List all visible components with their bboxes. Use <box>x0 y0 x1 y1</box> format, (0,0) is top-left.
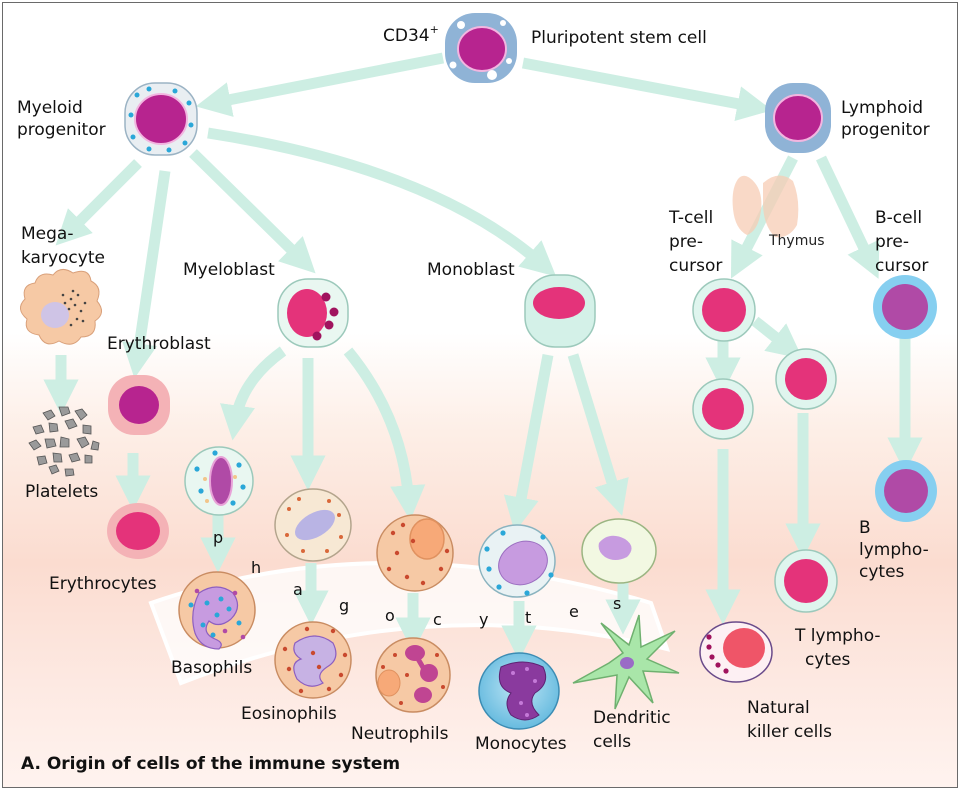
myeloblast-cell <box>277 278 349 348</box>
platelets-cluster <box>28 406 100 477</box>
dendritic-precursor-cell <box>581 518 657 584</box>
t-lymph-label-line1: T lympho- <box>794 626 881 646</box>
platelets-label: Platelets <box>25 482 98 502</box>
erythrocyte-cell <box>107 503 169 559</box>
nk-label-line2: killer cells <box>747 722 832 742</box>
eosinophil-cell <box>274 621 352 699</box>
arrow-tcell-to-t-precursor <box>751 316 803 359</box>
arrow-myeloid-to-myeloblast <box>189 149 316 274</box>
dendritic-cell <box>572 614 680 710</box>
promonocyte-cell <box>478 524 556 598</box>
erythroblast-label: Erythroblast <box>107 334 211 354</box>
arrow-myeloid-to-monoblast <box>207 127 557 277</box>
t-lymphocyte-precursor-cell <box>775 348 837 410</box>
arrow-stem-to-lymphoid <box>521 57 773 122</box>
stem-marker-label: CD34+ <box>383 23 439 46</box>
basophil-precursor-cell <box>184 446 254 516</box>
basophils-label: Basophils <box>171 658 252 678</box>
thymus-label: Thymus <box>768 233 825 249</box>
tcell-precursor-cell <box>692 278 756 342</box>
myeloblast-label: Myeloblast <box>183 260 275 280</box>
basophil-cell <box>178 571 256 650</box>
phagocytes-letter: t <box>525 608 531 627</box>
stem-marker-superscript: + <box>430 23 439 36</box>
phagocytes-letter: s <box>613 594 621 613</box>
neutrophils-label: Neutrophils <box>351 724 449 744</box>
arrow-stem-to-myeloid <box>195 52 445 117</box>
b-lymphocyte-cell <box>875 460 937 522</box>
nk-precursor-cell <box>692 378 754 440</box>
erythrocytes-label: Erythrocytes <box>49 574 157 594</box>
tcell-precursor-line1: T-cell <box>668 208 713 228</box>
t-lymphocyte-cell <box>774 549 838 613</box>
lineage-arrows <box>43 52 923 661</box>
monoblast-cell <box>524 274 596 348</box>
myeloid-label-line2: progenitor <box>17 120 106 140</box>
bcell-precursor-cell <box>873 275 937 339</box>
neutrophil-cell <box>375 637 451 713</box>
bcell-precursor-line3: cursor <box>875 256 928 276</box>
eosinophil-precursor-cell <box>274 488 352 562</box>
stem-cell-label: Pluripotent stem cell <box>531 28 707 48</box>
bcell-precursor-line2: pre- <box>875 232 909 252</box>
lymphoid-progenitor-cell <box>765 83 831 153</box>
bcell-precursor-line1: B-cell <box>875 208 922 228</box>
megakaryocyte-label-line1: Mega- <box>21 224 73 244</box>
phagocytes-letter: g <box>339 596 349 615</box>
tcell-precursor-line2: pre- <box>669 232 703 252</box>
thymus-organ <box>732 175 799 238</box>
b-lymph-label-line1: B <box>859 518 871 538</box>
arrow-monoblast-to-monocyte <box>503 353 554 533</box>
arrow-myeloid-to-erythroblast <box>122 170 171 379</box>
megakaryocyte-label-line2: karyocyte <box>21 248 105 268</box>
dendritic-label-line2: cells <box>593 732 631 752</box>
figure-title: A. Origin of cells of the immune system <box>21 754 400 774</box>
monoblast-label: Monoblast <box>427 260 515 280</box>
nk-label-line1: Natural <box>747 698 810 718</box>
labels: CD34+ Pluripotent stem cell Myeloid prog… <box>17 23 930 774</box>
monocytes-label: Monocytes <box>475 734 567 754</box>
phagocytes-letter: p <box>213 528 223 547</box>
natural-killer-cell <box>699 621 773 683</box>
phagocytes-letter: o <box>385 606 395 625</box>
dendritic-label-line1: Dendritic <box>593 708 671 728</box>
arrow-myeloblast-to-basophil <box>220 346 287 441</box>
phagocytes-letter: a <box>293 580 303 599</box>
lymphoid-label-line1: Lymphoid <box>841 98 923 118</box>
phagocytes-letter: c <box>433 610 442 629</box>
arrow-monoblast-to-dendritic <box>567 353 629 516</box>
megakaryocyte-cell <box>20 269 102 345</box>
stem-marker: CD34 <box>383 26 430 46</box>
myeloid-progenitor-cell <box>124 82 198 156</box>
eosinophils-label: Eosinophils <box>241 704 337 724</box>
tcell-precursor-line3: cursor <box>669 256 722 276</box>
b-lymph-label-line3: cytes <box>859 562 905 582</box>
monocyte-cell <box>478 652 560 730</box>
phagocytes-letter: y <box>479 610 488 629</box>
arrow-myeloid-to-megakaryocyte <box>55 159 142 246</box>
erythroblast-cell <box>108 375 170 435</box>
phagocytes-letter: h <box>251 558 261 577</box>
neutrophil-precursor-cell <box>376 514 454 592</box>
b-lymph-label-line2: lympho- <box>859 540 929 560</box>
myeloid-label-line1: Myeloid <box>17 98 83 118</box>
immune-cell-lineage-diagram: CD34+ Pluripotent stem cell Myeloid prog… <box>17 13 937 774</box>
t-lymph-label-line2: cytes <box>805 650 851 670</box>
arrow-myeloblast-to-neutrophil <box>343 347 426 521</box>
stem-cell <box>445 13 517 83</box>
lymphoid-label-line2: progenitor <box>841 120 930 140</box>
arrow-lymphoid-to-bcell <box>816 155 880 279</box>
phagocytes-letter: e <box>569 602 579 621</box>
